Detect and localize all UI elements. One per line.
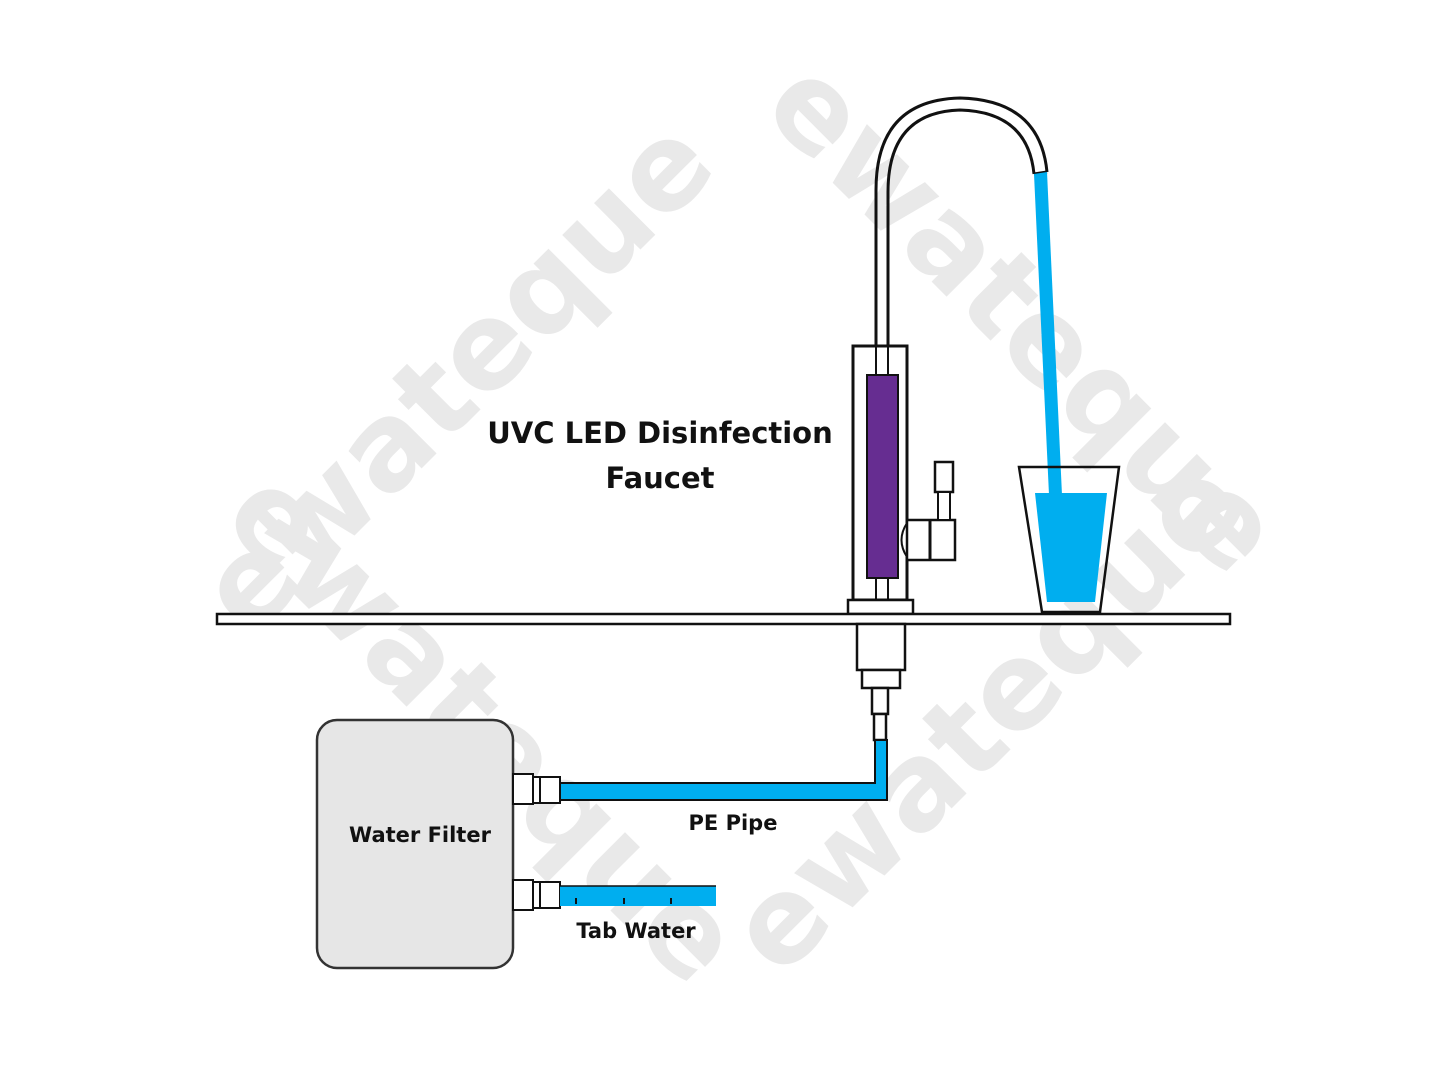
water-stream — [1034, 172, 1062, 495]
countertop — [215, 612, 1232, 626]
water-filter — [315, 718, 515, 970]
water-filter-label: Water Filter — [349, 823, 492, 847]
title-line-2: Faucet — [605, 461, 714, 495]
under-counter-connector — [855, 622, 907, 742]
title-line-1: UVC LED Disinfection — [487, 416, 833, 450]
tap-water-label: Tab Water — [576, 919, 696, 943]
tap-water-pipe — [560, 885, 716, 906]
watermark-text-4: ewateque — [702, 432, 1270, 1000]
glass — [1017, 465, 1121, 614]
uvc-led-lamp — [866, 374, 899, 579]
filter-inlet-fitting — [512, 879, 561, 911]
pe-pipe-label: PE Pipe — [689, 811, 778, 835]
faucet-body — [846, 344, 957, 616]
filter-outlet-fitting — [512, 773, 561, 805]
